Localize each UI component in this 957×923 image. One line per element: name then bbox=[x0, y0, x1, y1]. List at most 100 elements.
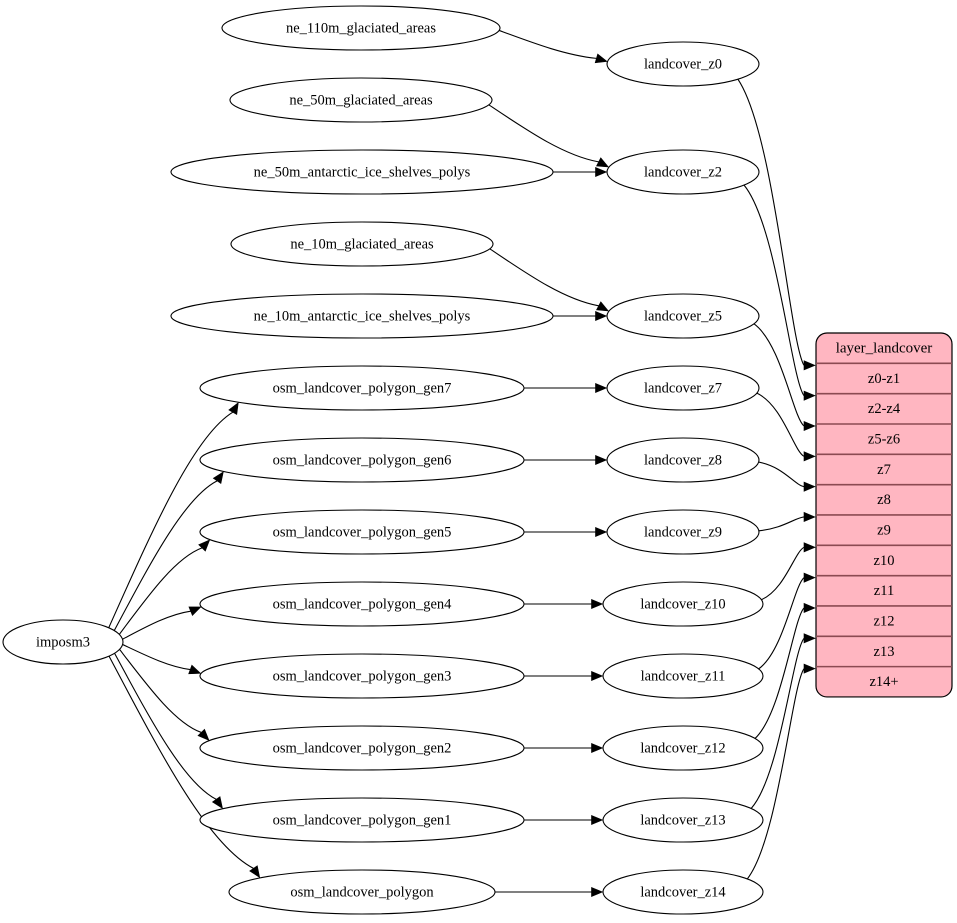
node-imposm3[interactable]: imposm3 bbox=[2, 619, 124, 665]
node-osmpoly[interactable]: osm_landcover_polygon bbox=[228, 869, 496, 915]
edge-arrowhead bbox=[595, 454, 608, 466]
layer-table-cell-z10[interactable]: z10 bbox=[874, 553, 895, 569]
node-ellipse[interactable] bbox=[199, 581, 525, 627]
layer-table-cell-z2-z4[interactable]: z2-z4 bbox=[868, 401, 901, 417]
node-label: osm_landcover_polygon_gen1 bbox=[273, 812, 452, 828]
node-ne10ga[interactable]: ne_10m_glaciated_areas bbox=[230, 221, 494, 267]
node-lcz10[interactable]: landcover_z10 bbox=[602, 581, 764, 627]
node-ellipse[interactable] bbox=[170, 293, 554, 339]
node-ellipse[interactable] bbox=[602, 869, 764, 915]
node-label: landcover_z7 bbox=[644, 380, 722, 396]
node-lcz13[interactable]: landcover_z13 bbox=[602, 797, 764, 843]
layer-table-cell-z0-z1[interactable]: z0-z1 bbox=[868, 371, 900, 387]
node-ellipse[interactable] bbox=[230, 221, 494, 267]
node-osmgen7[interactable]: osm_landcover_polygon_gen7 bbox=[199, 365, 525, 411]
edge-to-layer-table bbox=[761, 546, 805, 601]
layer-table-cell-z5-z6[interactable]: z5-z6 bbox=[868, 431, 900, 447]
node-ellipse[interactable] bbox=[199, 509, 525, 555]
node-lcz9[interactable]: landcover_z9 bbox=[606, 509, 760, 555]
node-ellipse[interactable] bbox=[602, 653, 764, 699]
node-ellipse[interactable] bbox=[2, 619, 124, 665]
node-label: ne_10m_antarctic_ice_shelves_polys bbox=[254, 308, 471, 324]
node-label: ne_10m_glaciated_areas bbox=[290, 236, 434, 252]
node-label: landcover_z2 bbox=[644, 164, 722, 180]
edge bbox=[113, 480, 218, 631]
node-label: osm_landcover_polygon_gen2 bbox=[273, 740, 452, 756]
node-lcz7[interactable]: landcover_z7 bbox=[606, 365, 760, 411]
node-ellipse[interactable] bbox=[170, 149, 554, 195]
node-ellipse[interactable] bbox=[602, 725, 764, 771]
node-lcz14[interactable]: landcover_z14 bbox=[602, 869, 764, 915]
layer-table-cell-z14+[interactable]: z14+ bbox=[869, 674, 898, 690]
edge-arrowhead bbox=[803, 360, 816, 371]
edge-arrowhead bbox=[197, 728, 210, 741]
edges-layer bbox=[108, 29, 816, 898]
node-ellipse[interactable] bbox=[221, 5, 501, 51]
node-ellipse[interactable] bbox=[199, 365, 525, 411]
edge-arrowhead bbox=[803, 542, 816, 553]
node-osmgen1[interactable]: osm_landcover_polygon_gen1 bbox=[199, 797, 525, 843]
node-lcz2[interactable]: landcover_z2 bbox=[606, 149, 760, 195]
node-lcz5[interactable]: landcover_z5 bbox=[606, 293, 760, 339]
edge-arrowhead bbox=[596, 301, 610, 312]
edge-to-layer-table bbox=[737, 78, 805, 366]
layer-table-cell-z12[interactable]: z12 bbox=[874, 613, 895, 629]
node-ne50aisp[interactable]: ne_50m_antarctic_ice_shelves_polys bbox=[170, 149, 554, 195]
node-ellipse[interactable] bbox=[229, 77, 493, 123]
node-lcz0[interactable]: landcover_z0 bbox=[606, 41, 760, 87]
node-ne110ga[interactable]: ne_110m_glaciated_areas bbox=[221, 5, 501, 51]
node-osmgen4[interactable]: osm_landcover_polygon_gen4 bbox=[199, 581, 525, 627]
edge-arrowhead bbox=[803, 481, 816, 492]
node-ellipse[interactable] bbox=[606, 149, 760, 195]
edge-arrowhead bbox=[803, 663, 816, 674]
node-ellipse[interactable] bbox=[606, 365, 760, 411]
edge-arrowhead bbox=[212, 471, 224, 485]
node-ellipse[interactable] bbox=[199, 437, 525, 483]
edge bbox=[118, 547, 203, 635]
node-label: imposm3 bbox=[36, 634, 90, 650]
node-label: osm_landcover_polygon_gen3 bbox=[273, 668, 452, 684]
node-ellipse[interactable] bbox=[602, 797, 764, 843]
edge-arrowhead bbox=[803, 602, 816, 614]
node-ellipse[interactable] bbox=[606, 437, 760, 483]
node-ne50ga[interactable]: ne_50m_glaciated_areas bbox=[229, 77, 493, 123]
node-osmgen3[interactable]: osm_landcover_polygon_gen3 bbox=[199, 653, 525, 699]
node-osmgen6[interactable]: osm_landcover_polygon_gen6 bbox=[199, 437, 525, 483]
edge-to-layer-table bbox=[758, 577, 805, 670]
layer-table-cell-z8[interactable]: z8 bbox=[877, 492, 891, 508]
node-label: landcover_z8 bbox=[644, 452, 722, 468]
edge bbox=[108, 655, 254, 869]
node-lcz8[interactable]: landcover_z8 bbox=[606, 437, 760, 483]
node-label: osm_landcover_polygon_gen4 bbox=[273, 596, 453, 612]
node-ellipse[interactable] bbox=[602, 581, 764, 627]
node-lcz12[interactable]: landcover_z12 bbox=[602, 725, 764, 771]
layer-table-cell-z13[interactable]: z13 bbox=[874, 644, 895, 660]
node-ellipse[interactable] bbox=[606, 41, 760, 87]
edge-arrowhead bbox=[188, 664, 202, 675]
edge bbox=[489, 248, 599, 307]
edge-to-layer-table bbox=[754, 607, 805, 739]
layer-table-cell-z9[interactable]: z9 bbox=[877, 522, 891, 538]
node-osmgen2[interactable]: osm_landcover_polygon_gen2 bbox=[199, 725, 525, 771]
node-label: landcover_z11 bbox=[641, 668, 726, 684]
node-ellipse[interactable] bbox=[199, 725, 525, 771]
edge-arrowhead bbox=[803, 451, 816, 462]
edge-to-layer-table bbox=[758, 516, 805, 532]
node-label: ne_110m_glaciated_areas bbox=[286, 20, 436, 36]
layer-table-cell-z7[interactable]: z7 bbox=[877, 462, 891, 478]
node-ne10aisp[interactable]: ne_10m_antarctic_ice_shelves_polys bbox=[170, 293, 554, 339]
node-osmgen5[interactable]: osm_landcover_polygon_gen5 bbox=[199, 509, 525, 555]
node-ellipse[interactable] bbox=[606, 293, 760, 339]
node-ellipse[interactable] bbox=[199, 653, 525, 699]
edge-to-layer-table bbox=[758, 461, 805, 488]
node-lcz11[interactable]: landcover_z11 bbox=[602, 653, 764, 699]
edge-arrowhead bbox=[595, 526, 608, 538]
node-ellipse[interactable] bbox=[606, 509, 760, 555]
node-ellipse[interactable] bbox=[199, 797, 525, 843]
edge-arrowhead bbox=[803, 390, 816, 401]
edge-arrowhead bbox=[803, 572, 816, 583]
layer-table-cell-z11[interactable]: z11 bbox=[874, 583, 894, 599]
node-ellipse[interactable] bbox=[228, 869, 496, 915]
node-label: landcover_z5 bbox=[644, 308, 722, 324]
edge bbox=[119, 649, 202, 733]
